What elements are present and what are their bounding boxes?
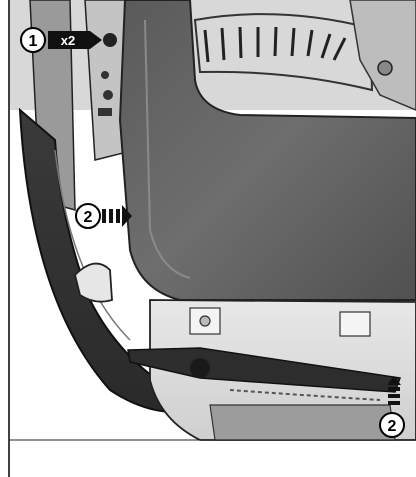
callout-2-bottom-circle — [379, 412, 405, 438]
housing-body — [118, 0, 416, 301]
callout-2-bottom-number: 2 — [388, 418, 397, 435]
callout-2-middle-number: 2 — [84, 209, 93, 226]
callout-2-middle: 2 — [75, 203, 132, 229]
callout-2-middle-arrow — [102, 205, 132, 227]
grille-frame — [193, 13, 374, 92]
callout-2-bottom-arrow — [387, 376, 401, 405]
callout-1-number: 1 — [29, 33, 38, 50]
tray-slot-right — [339, 311, 371, 337]
upper-right-screw — [377, 60, 393, 76]
rail-holes — [98, 71, 113, 116]
vent-grille — [203, 26, 347, 63]
tray-screw — [199, 315, 211, 327]
callout-1-circle — [20, 27, 46, 53]
lever-spring — [229, 389, 381, 401]
callout-1-arrow — [48, 31, 102, 49]
callout-1: 1 x2 — [20, 27, 117, 53]
housing-highlight — [144, 19, 191, 279]
callout-1-badge: x2 — [61, 33, 75, 48]
lever-pivot — [190, 358, 210, 378]
callout-1-target — [103, 33, 117, 47]
bezel-inner-edge — [54, 149, 131, 341]
callout-2-bottom: 2 — [379, 376, 405, 438]
bottom-mechanism — [209, 404, 396, 441]
upper-mechanism — [10, 0, 416, 110]
callout-2-middle-circle — [75, 203, 101, 229]
latch-clip — [74, 262, 113, 303]
upper-right-bracket — [349, 0, 416, 111]
